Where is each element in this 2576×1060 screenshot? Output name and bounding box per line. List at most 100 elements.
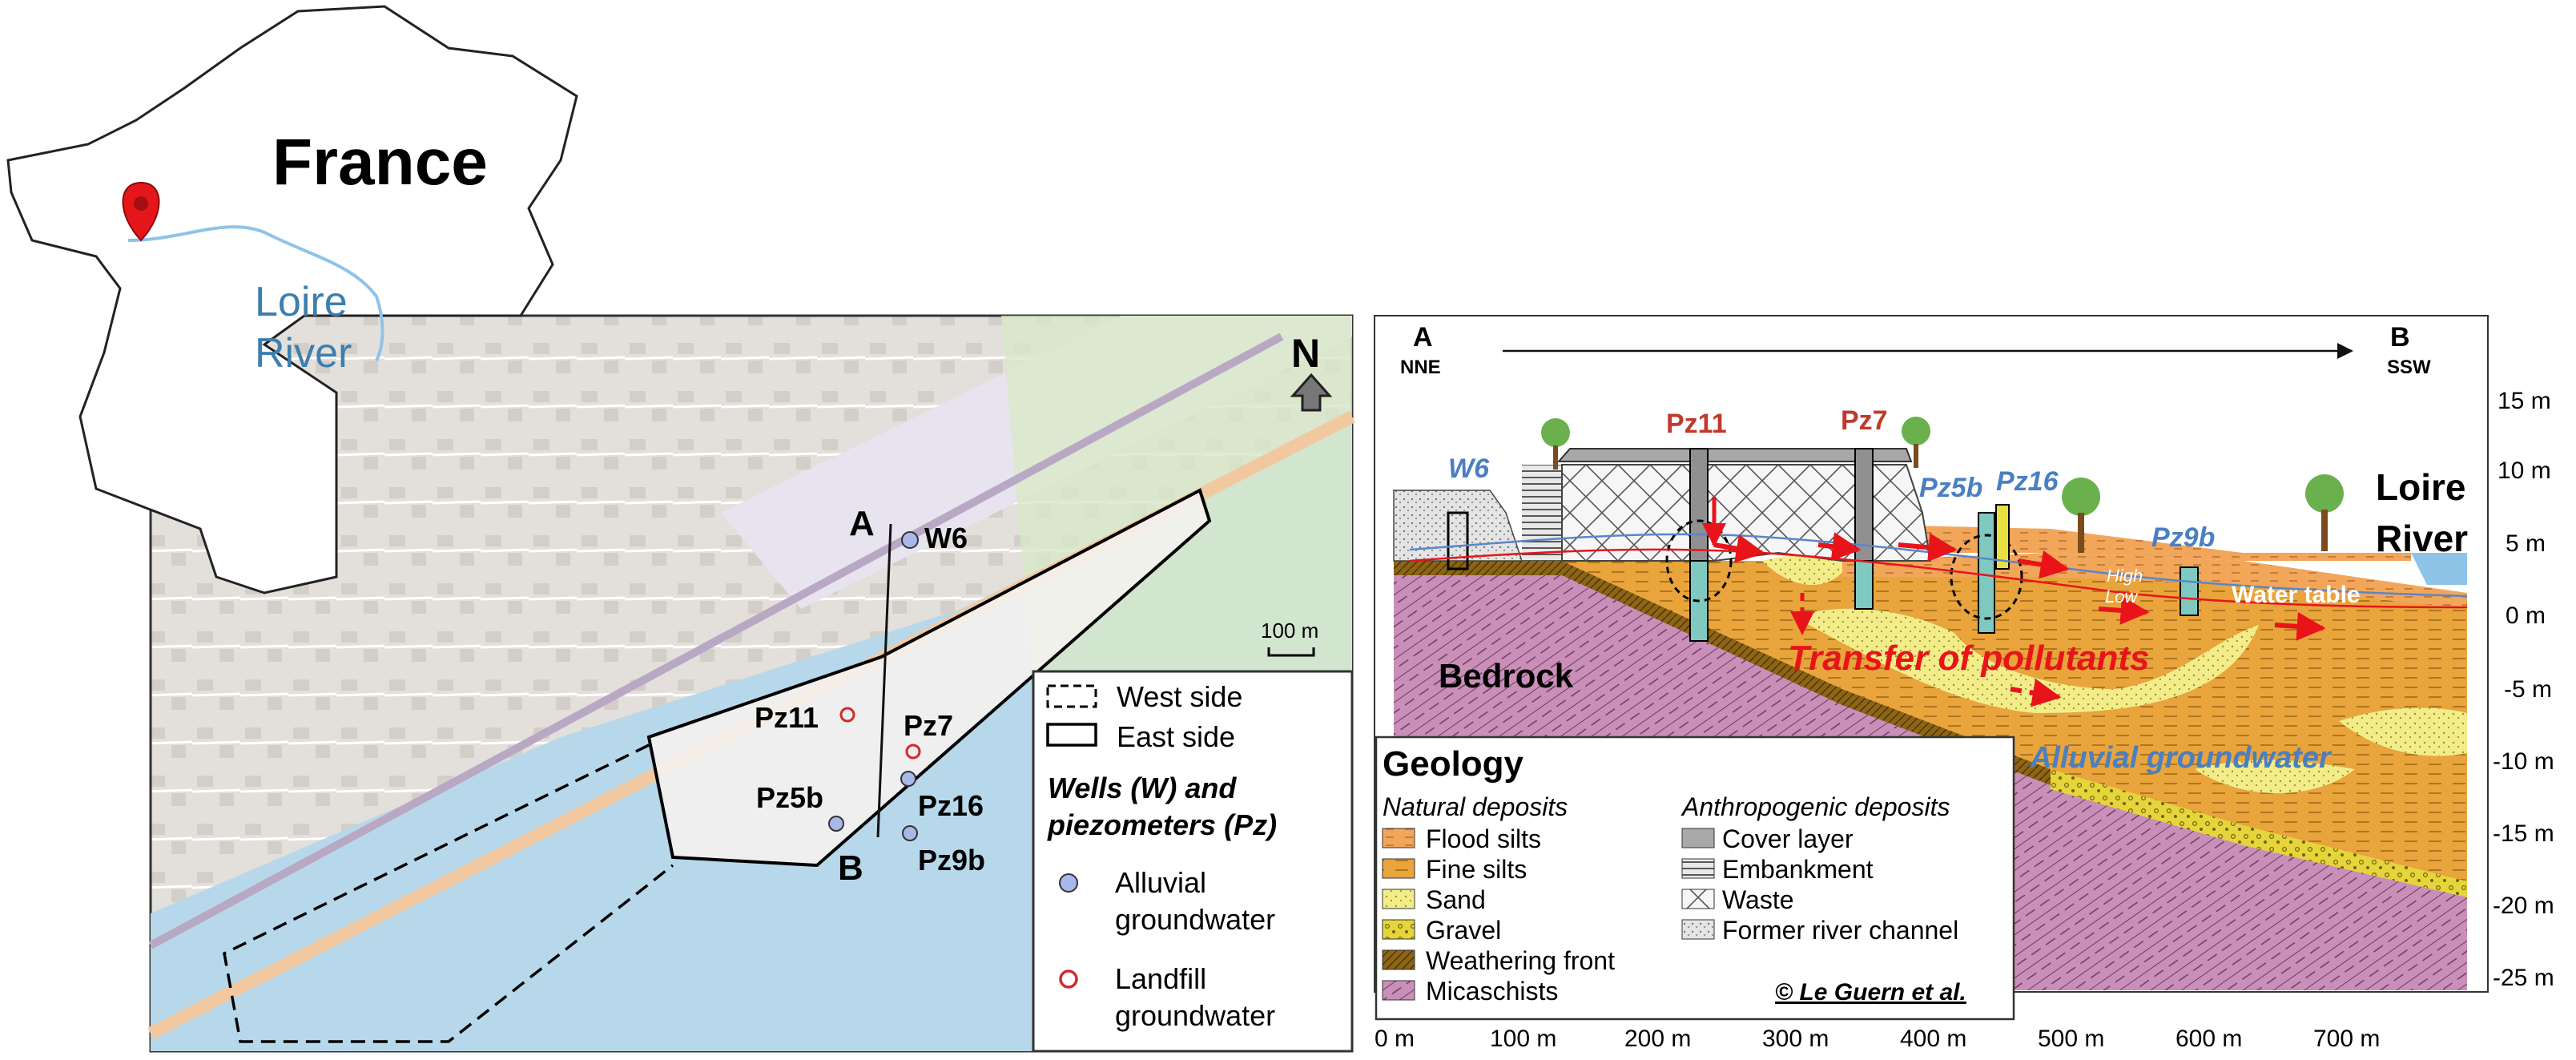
sand-lens-right xyxy=(2339,707,2467,756)
legend-alluvial-line1: Alluvial xyxy=(1115,866,1206,899)
legend-title-line1: Wells (W) and xyxy=(1048,772,1237,804)
north-arrow-icon xyxy=(1290,373,1333,412)
swatch-sand xyxy=(1382,889,1415,909)
cross-section: A NNE B SSW 15 m 10 m 5 m 0 m -5 m -10 m… xyxy=(1374,315,2554,1052)
legend-east-side: East side xyxy=(1117,720,1235,753)
water-table-low xyxy=(1409,548,2468,609)
x-tick: 500 m xyxy=(2038,1026,2104,1052)
site-map: A B W6 Pz11 Pz7 Pz5b Pz16 Pz9b N xyxy=(147,314,1355,1053)
sampling-zone xyxy=(1950,534,2023,620)
map-well-pz5b: Pz5b xyxy=(756,781,844,832)
section-label-pz5b: Pz5b xyxy=(1919,473,1982,503)
map-label-pz7: Pz7 xyxy=(904,709,953,742)
map-label-w6: W6 xyxy=(924,522,968,554)
section-a-label: A xyxy=(1413,322,1433,353)
landfill-well-marker xyxy=(905,744,921,760)
map-label-pz11: Pz11 xyxy=(755,701,819,734)
section-label-pz7: Pz7 xyxy=(1841,405,1888,436)
map-well-pz11: Pz11 xyxy=(755,701,855,734)
section-label-w6: W6 xyxy=(1448,453,1490,484)
legend-cover-layer: Cover layer xyxy=(1722,824,1854,853)
map-point-b: B xyxy=(838,848,863,888)
section-well-pz5b xyxy=(1950,512,2023,634)
swatch-cover-layer xyxy=(1681,828,1715,848)
x-tick: 700 m xyxy=(2313,1026,2380,1052)
section-well-pz7 xyxy=(1854,448,1874,610)
y-tick: -10 m xyxy=(2493,748,2554,775)
alluvial-well-marker xyxy=(900,771,916,787)
y-tick: 0 m xyxy=(2506,603,2546,629)
legend-west-side: West side xyxy=(1117,680,1242,713)
france-label: France xyxy=(272,126,488,199)
well-screen xyxy=(2180,566,2199,616)
legend-landfill-marker xyxy=(1059,969,1078,989)
map-well-w6: W6 xyxy=(901,522,968,554)
loire-label-line1: Loire xyxy=(2376,466,2465,508)
legend-sand: Sand xyxy=(1426,885,1486,914)
sampling-zone xyxy=(1665,519,1733,603)
map-railway xyxy=(148,333,1284,949)
well-screen xyxy=(1995,504,2010,570)
map-label-pz5b: Pz5b xyxy=(756,781,823,814)
alluvial-gw-label: Alluvial groundwater xyxy=(2029,741,2332,775)
y-tick: 10 m xyxy=(2498,457,2551,484)
y-tick: -25 m xyxy=(2493,965,2554,991)
map-legend: West side East side Wells (W) and piezom… xyxy=(1032,670,1354,1053)
alluvial-well-marker xyxy=(828,816,844,832)
section-well-pz16 xyxy=(1995,504,2010,570)
sand-lens-deep xyxy=(2195,760,2355,793)
x-tick: 0 m xyxy=(1375,1026,1415,1052)
x-tick: 200 m xyxy=(1624,1026,1691,1052)
legend-micaschists: Micaschists xyxy=(1426,977,1558,1006)
section-well-w6 xyxy=(1447,511,1469,570)
map-well-pz16: Pz16 xyxy=(900,771,984,822)
anthropogenic-deposits-title: Anthropogenic deposits xyxy=(1680,792,1950,821)
section-b-dir: SSW xyxy=(2387,357,2431,378)
y-tick: -20 m xyxy=(2493,893,2554,919)
section-label-pz16: Pz16 xyxy=(1996,466,2059,497)
x-tick: 400 m xyxy=(1900,1026,1966,1052)
y-tick: -5 m xyxy=(2504,676,2552,703)
legend-weathering-front: Weathering front xyxy=(1426,946,1615,975)
well-casing xyxy=(1447,511,1469,570)
legend-landfill-line1: Landfill xyxy=(1115,962,1206,995)
inset-river-line1: Loire xyxy=(255,279,348,325)
low-label: Low xyxy=(2105,586,2139,607)
tree-icons xyxy=(1541,417,2344,553)
y-tick: 5 m xyxy=(2506,530,2546,557)
france-inset: France Loire River xyxy=(6,5,578,594)
scale-label: 100 m xyxy=(1261,619,1318,643)
transfer-label: Transfer of pollutants xyxy=(1788,639,2149,678)
location-pin-dot xyxy=(134,196,148,211)
east-side-outline xyxy=(646,488,1212,868)
alluvial-well-marker xyxy=(902,825,918,841)
section-well-pz9b xyxy=(2180,566,2199,616)
map-label-pz16: Pz16 xyxy=(918,789,984,822)
section-line-ab xyxy=(876,523,892,838)
loire-water xyxy=(2411,553,2467,585)
x-tick: 300 m xyxy=(1762,1026,1829,1052)
swatch-former-river-channel xyxy=(1681,919,1715,940)
scale-bar: 100 m xyxy=(1261,619,1318,657)
swatch-fine-silts xyxy=(1382,858,1415,879)
swatch-weathering-front xyxy=(1382,949,1415,970)
map-label-pz9b: Pz9b xyxy=(918,844,985,877)
landfill-well-marker xyxy=(839,707,855,723)
legend-title-line2: piezometers (Pz) xyxy=(1047,808,1277,841)
legend-gravel: Gravel xyxy=(1426,916,1501,945)
location-pin-icon xyxy=(122,181,160,242)
well-screen xyxy=(1854,560,1874,610)
france-outline xyxy=(6,5,578,594)
map-legend-box xyxy=(1032,670,1354,1053)
legend-embankment: Embankment xyxy=(1722,855,1874,884)
legend-swatch-east xyxy=(1046,723,1097,747)
geology-title: Geology xyxy=(1383,744,1524,784)
map-well-pz9b: Pz9b xyxy=(902,825,985,877)
gravel-layer xyxy=(2051,769,2467,897)
loire-river-inset xyxy=(127,225,384,361)
swatch-flood-silts xyxy=(1382,828,1415,848)
embankment-left xyxy=(1522,465,1570,561)
scale-bar-line xyxy=(1267,647,1315,657)
natural-deposits-title: Natural deposits xyxy=(1383,792,1568,821)
